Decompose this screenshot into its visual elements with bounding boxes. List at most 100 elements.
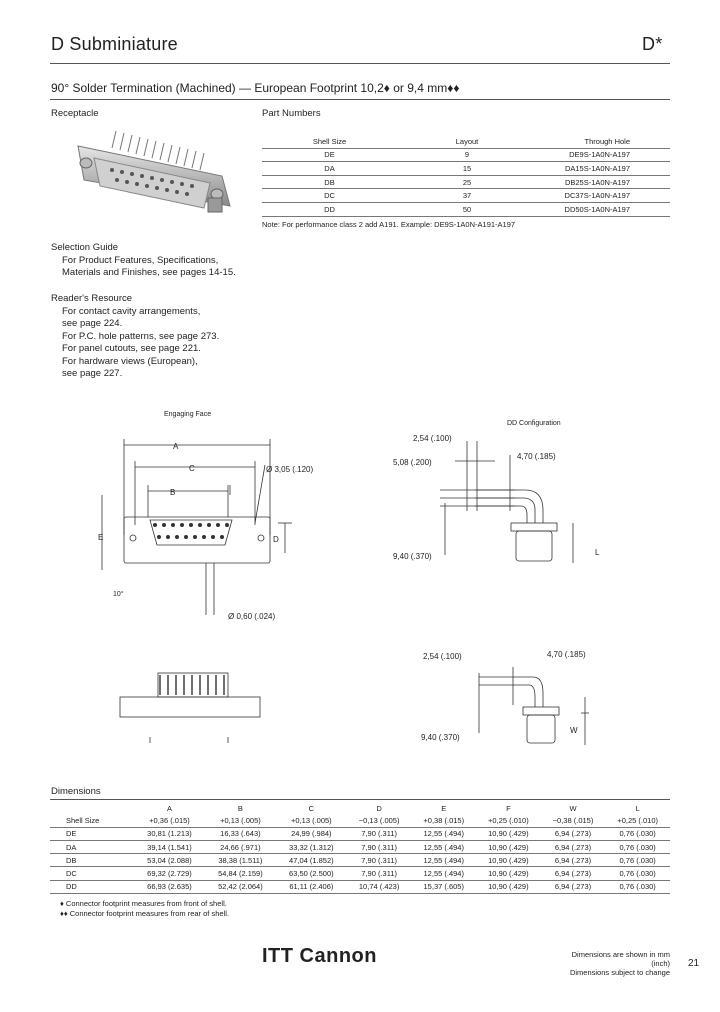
col-L: L: [635, 803, 640, 813]
cell: 52,42 (2.064): [204, 880, 276, 895]
readers-resource-title: Reader's Resource: [51, 293, 133, 304]
series-mark: D*: [642, 34, 663, 54]
cell: 12,55 (.494): [411, 866, 477, 881]
engaging-face-label: Engaging Face: [164, 411, 211, 418]
cell: 6,94 (.273): [540, 880, 606, 895]
cell: DC: [50, 866, 134, 881]
col-layout: Layout: [397, 135, 537, 149]
cell: 12,55 (.494): [411, 840, 477, 855]
cell: 7,90 (.311): [346, 840, 412, 855]
brand-logo: ITT Cannon: [262, 945, 377, 967]
dim-D: D: [273, 535, 279, 544]
cell: 16,33 (.643): [204, 827, 276, 841]
cell: 6,94 (.273): [540, 866, 606, 881]
receptacle-photo: [77, 130, 231, 213]
cell: 0,76 (.030): [605, 827, 670, 841]
cell: +0,38 (.015): [411, 814, 477, 828]
receptacle-label: Receptacle: [51, 108, 99, 119]
selection-guide-line: For Product Features, Specifications,: [62, 254, 219, 266]
dim-2-54: 2,54 (.100): [413, 434, 452, 443]
dimensions-rule: [50, 799, 670, 800]
cell: +0,13 (.005): [275, 814, 347, 828]
footer-note: Dimensions subject to change: [569, 968, 670, 977]
section-rule: [50, 99, 670, 100]
dim-B: B: [170, 488, 175, 497]
pin-diameter-label: Ø 0,60 (.024): [228, 612, 275, 621]
col-F: F: [506, 803, 511, 813]
readers-resource-line: For panel cutouts, see page 221.: [62, 343, 201, 354]
cell: +0,25 (.010): [605, 814, 670, 828]
dim-9-40-lower: 9,40 (.370): [421, 733, 460, 742]
cell: 47,04 (1.852): [275, 853, 347, 868]
cell: 0,76 (.030): [605, 840, 670, 855]
cell-shell: DC: [262, 188, 397, 203]
dim-E: E: [98, 533, 103, 542]
selection-guide-title: Selection Guide: [51, 242, 119, 253]
cell-layout: 50: [397, 202, 537, 217]
cell-part-number: DD50S-1A0N-A197: [537, 202, 670, 217]
cell: −0,13 (.005): [346, 814, 412, 828]
readers-resource-line: see page 224.: [62, 318, 123, 329]
front-view-drawing: Engaging Face A: [98, 411, 313, 743]
readers-resource-line: For contact cavity arrangements,: [62, 305, 201, 317]
cell: 10,74 (.423): [346, 880, 412, 895]
cell: −0,38 (.015): [540, 814, 606, 828]
cell: 30,81 (1.213): [134, 827, 205, 841]
cell: 24,66 (.971): [204, 840, 276, 855]
dim-4-70-lower: 4,70 (.185): [547, 650, 586, 659]
cell-part-number: DB25S-1A0N-A197: [537, 175, 670, 190]
hole-diameter-label: Ø 3,05 (.120): [266, 465, 313, 474]
readers-resource: Reader's Resource For contact cavity arr…: [51, 293, 219, 381]
part-numbers-note: Note: For performance class 2 add A191. …: [262, 220, 516, 229]
cell: 0,76 (.030): [605, 866, 670, 881]
dim-9-40: 9,40 (.370): [393, 552, 432, 561]
page-number: 21: [688, 958, 700, 969]
cell: 10,90 (.429): [476, 880, 541, 895]
readers-resource-line: For P.C. hole patterns, see page 273.: [62, 330, 220, 342]
dim-C: C: [189, 464, 195, 473]
side-view-drawing: DD Configuration 2,54 (.100) 5,08 (.200)…: [393, 420, 600, 745]
selection-guide-line: Materials and Finishes, see pages 14-15.: [62, 267, 236, 278]
cell: DE: [50, 827, 134, 841]
col-blank: [50, 802, 134, 814]
cell: 12,55 (.494): [411, 827, 477, 841]
footer-note: Dimensions are shown in mm (inch): [571, 950, 670, 968]
cell: DB: [50, 853, 134, 868]
cell: 7,90 (.311): [346, 827, 412, 841]
dim-A: A: [173, 442, 179, 451]
dimensions-title: Dimensions: [51, 786, 101, 797]
cell: 6,94 (.273): [540, 840, 606, 855]
col-through-hole: Through Hole: [537, 135, 670, 149]
footer-notes: Dimensions are shown in mm (inch) Dimens…: [560, 950, 670, 977]
col-C: C: [308, 803, 315, 813]
cell: 10,90 (.429): [476, 853, 541, 868]
cell-shell: DA: [262, 161, 397, 176]
cell: +0,13 (.005): [204, 814, 276, 828]
readers-resource-line: For hardware views (European),: [62, 355, 198, 367]
cell: 61,11 (2.406): [275, 880, 347, 895]
col-shell-size: Shell Size: [262, 135, 397, 149]
cell-part-number: DA15S-1A0N-A197: [537, 161, 670, 176]
cell-layout: 25: [397, 175, 537, 190]
cell-shell: DD: [262, 202, 397, 217]
dimension-note: ♦♦ Connector footprint measures from rea…: [60, 909, 229, 918]
cell-layout: 37: [397, 188, 537, 203]
dimension-note: ♦ Connector footprint measures from fron…: [60, 899, 227, 908]
cell: 6,94 (.273): [540, 827, 606, 841]
part-numbers-label: Part Numbers: [262, 108, 321, 119]
cell: 66,93 (2.635): [134, 880, 205, 895]
cell: 38,38 (1.511): [204, 853, 276, 868]
cell: 12,55 (.494): [411, 853, 477, 868]
cell: 54,84 (2.159): [204, 866, 276, 881]
selection-guide: Selection Guide For Product Features, Sp…: [51, 242, 236, 280]
cell: 10,90 (.429): [476, 866, 541, 881]
section-title: 90° Solder Termination (Machined) — Euro…: [51, 81, 460, 95]
col-E: E: [441, 803, 447, 813]
cell: 33,32 (1.312): [275, 840, 347, 855]
